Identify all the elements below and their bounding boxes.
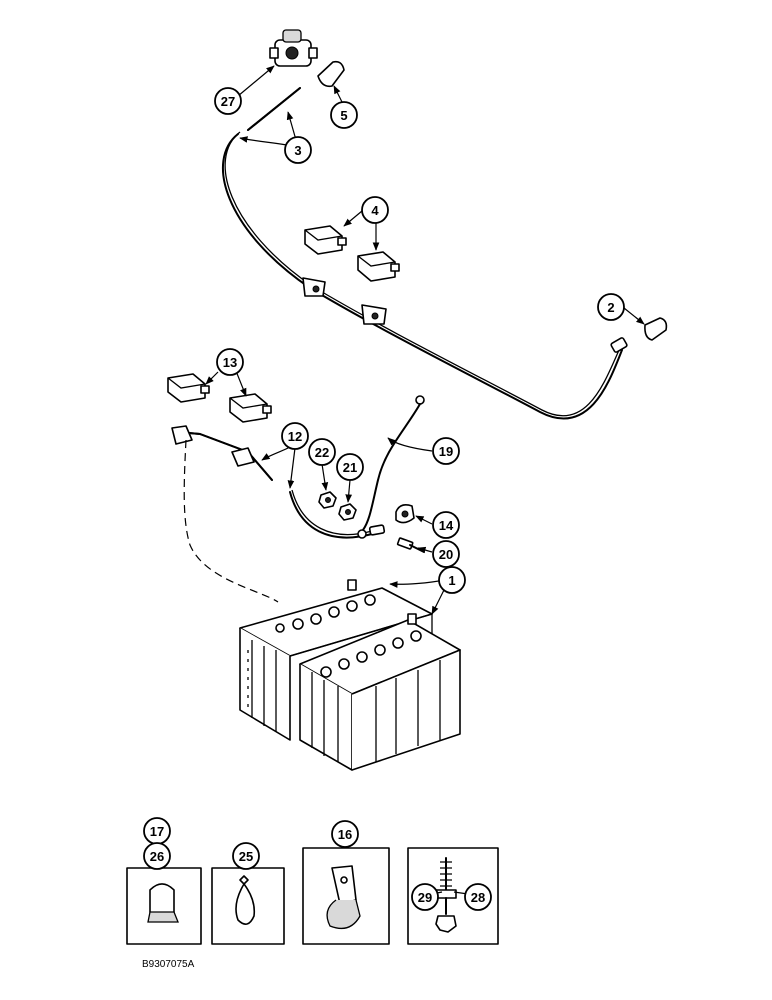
callout-4: 4 xyxy=(361,196,389,224)
callout-14: 14 xyxy=(432,511,460,539)
callout-29: 29 xyxy=(411,883,439,911)
solenoid-terminal-part xyxy=(269,29,318,67)
svg-text:22: 22 xyxy=(315,445,329,460)
terminal-boot-part xyxy=(317,60,345,88)
svg-text:2: 2 xyxy=(607,300,614,315)
callout-20: 20 xyxy=(432,540,460,568)
ground-cable xyxy=(357,395,425,539)
callout-1: 1 xyxy=(438,566,466,594)
svg-text:16: 16 xyxy=(338,827,352,842)
callout-16: 16 xyxy=(331,820,359,848)
svg-text:26: 26 xyxy=(150,849,164,864)
callout-21: 21 xyxy=(336,453,364,481)
figure-code: B9307075A xyxy=(142,959,195,970)
battery-front xyxy=(299,613,461,771)
cable-clip-upper xyxy=(302,277,326,297)
svg-text:20: 20 xyxy=(439,547,453,562)
clip-cover-left xyxy=(167,373,210,403)
callout-2: 2 xyxy=(597,293,625,321)
box-clamp-16 xyxy=(302,847,390,945)
main-cable xyxy=(222,87,628,420)
callout-17: 17 xyxy=(143,817,171,845)
svg-text:1: 1 xyxy=(448,573,455,588)
svg-text:27: 27 xyxy=(221,94,235,109)
svg-text:17: 17 xyxy=(150,824,164,839)
svg-text:5: 5 xyxy=(340,108,347,123)
callout-19: 19 xyxy=(432,437,460,465)
svg-text:19: 19 xyxy=(439,444,453,459)
callout-13: 13 xyxy=(216,348,244,376)
callout-3: 3 xyxy=(284,136,312,164)
callout-22: 22 xyxy=(308,438,336,466)
cable-end-boot-part xyxy=(644,317,668,341)
cable-clip-lower xyxy=(361,304,387,325)
svg-text:21: 21 xyxy=(343,460,357,475)
callout-25: 25 xyxy=(232,842,260,870)
clip-cover-upper xyxy=(304,225,347,255)
nut-22 xyxy=(318,491,337,509)
leader-lines xyxy=(205,65,645,895)
svg-text:3: 3 xyxy=(294,143,301,158)
callout-5: 5 xyxy=(330,101,358,129)
box-clamp-17-26 xyxy=(126,867,202,945)
callout-26: 26 xyxy=(143,842,171,870)
svg-text:13: 13 xyxy=(223,355,237,370)
battery-interconnect-cable xyxy=(171,425,386,539)
callout-12: 12 xyxy=(281,422,309,450)
callout-27: 27 xyxy=(214,87,242,115)
bolt-part xyxy=(396,537,425,553)
callout-28: 28 xyxy=(464,883,492,911)
svg-text:29: 29 xyxy=(418,890,432,905)
svg-text:25: 25 xyxy=(239,849,253,864)
nut-21 xyxy=(338,503,357,521)
clip-cover-right xyxy=(229,393,272,423)
terminal-clamp-part xyxy=(395,504,415,524)
routing-dashed-line xyxy=(183,439,279,603)
svg-text:14: 14 xyxy=(439,518,454,533)
battery-rear xyxy=(239,579,433,741)
svg-text:4: 4 xyxy=(371,203,379,218)
box-strap-25 xyxy=(211,867,285,945)
svg-text:12: 12 xyxy=(288,429,302,444)
svg-text:28: 28 xyxy=(471,890,485,905)
clip-cover-lower xyxy=(357,251,400,282)
